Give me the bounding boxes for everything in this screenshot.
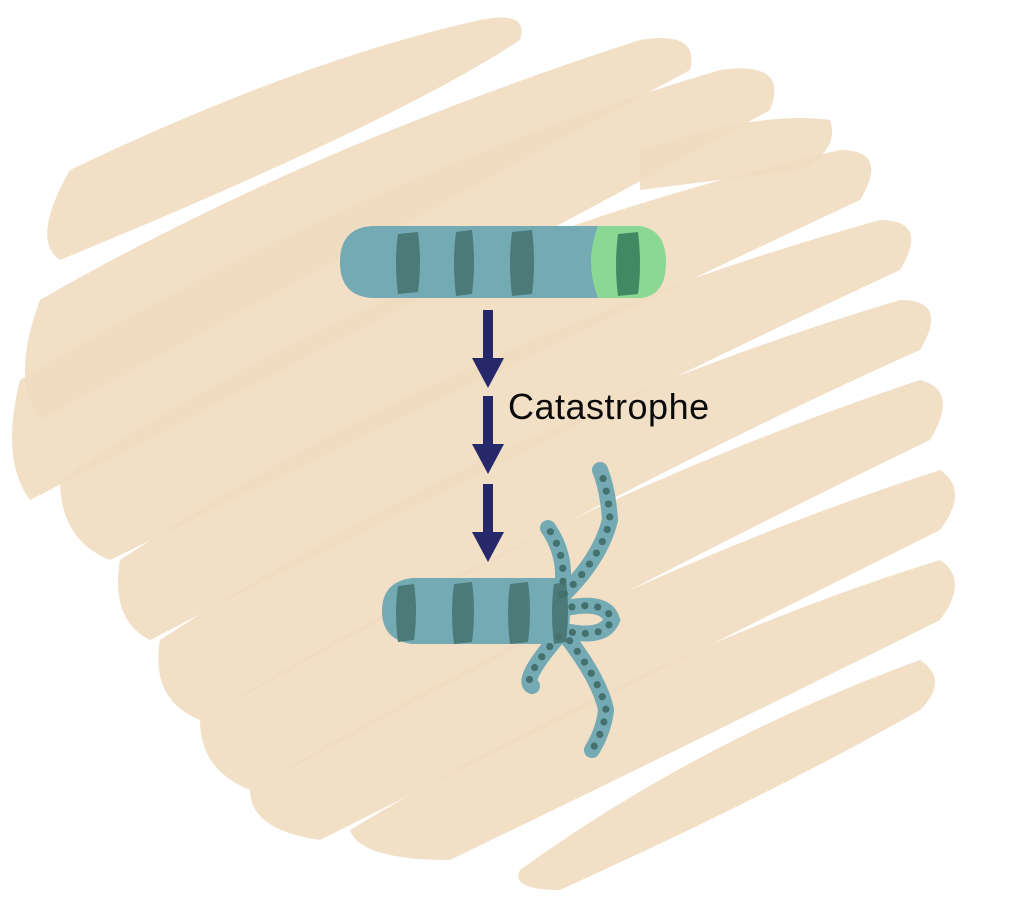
protofilament-dot (525, 675, 534, 684)
protofilament-dot (605, 610, 613, 618)
protofilament-dot (557, 590, 565, 598)
protofilament-dot (602, 487, 610, 495)
protofilament-dot (538, 653, 546, 661)
protofilament-dot (554, 632, 562, 641)
protofilament-dot (602, 705, 610, 713)
protofilament-dot (581, 602, 589, 610)
protofilament-dot (585, 560, 594, 568)
protofilament-dot (594, 603, 602, 611)
protofilament-dot (599, 474, 607, 483)
microtubule-stripes (396, 230, 534, 296)
protofilament-dot (590, 742, 598, 750)
protofilament-dot (594, 628, 602, 636)
protofilament-dot (605, 621, 613, 629)
protofilament-dot (600, 718, 608, 726)
protofilament-dot (559, 577, 567, 585)
protofilament-dot (559, 564, 567, 572)
protofilament-dot (581, 629, 589, 638)
protofilament-dot (566, 637, 574, 645)
microtubule-stripes (396, 582, 568, 644)
protofilament-dot (568, 628, 576, 636)
protofilament-dot (604, 500, 613, 508)
microtubule-shrinking (382, 462, 621, 758)
protofilament-dot (578, 570, 586, 579)
protofilament-dot (580, 658, 589, 666)
protofilament-dots (525, 474, 614, 750)
protofilament-dot (606, 513, 614, 521)
protofilament-dot (603, 525, 611, 534)
protofilament-dot (568, 603, 576, 611)
cap-stripe (616, 232, 640, 296)
protofilament-dot (530, 664, 539, 672)
catastrophe-label: Catastrophe (508, 386, 710, 427)
protofilament-dot (546, 528, 555, 536)
protofilament-dot (573, 647, 581, 655)
protofilament-dot (546, 642, 554, 651)
protofilament-dot (598, 537, 606, 546)
protofilament-dot (592, 549, 600, 557)
protofilament-dot (596, 730, 604, 738)
protofilament-dot (557, 551, 565, 560)
microtubule-growing (340, 226, 666, 298)
protofilament-dot (552, 539, 561, 547)
protofilament-dot (587, 669, 595, 677)
catastrophe-arrow (472, 310, 504, 562)
protofilament-dot (593, 681, 601, 689)
protofilament-dot (598, 693, 606, 701)
protofilament-dot (569, 580, 577, 589)
